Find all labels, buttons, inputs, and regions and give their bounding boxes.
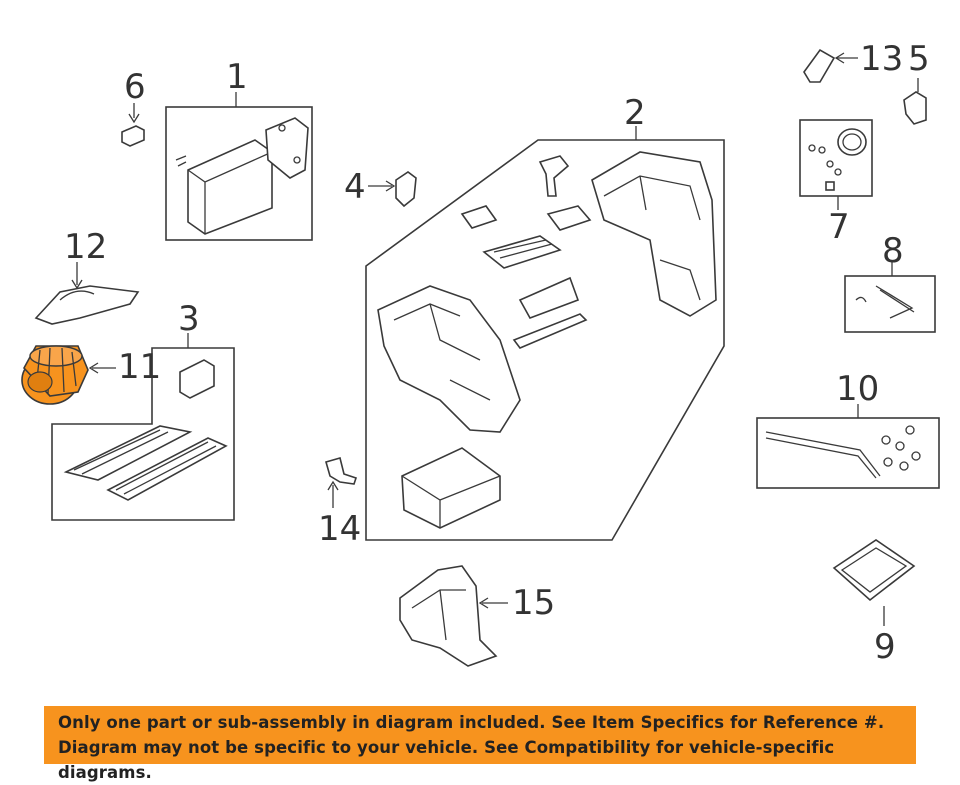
callout-11: 11 [118, 347, 162, 387]
callout-2: 2 [624, 93, 646, 133]
part-4-bracket [368, 171, 417, 208]
disclaimer-line-2: Diagram may not be specific to your vehi… [58, 738, 835, 782]
callout-9: 9 [874, 627, 896, 667]
part-6-clip [121, 103, 145, 147]
part-15-duct [399, 565, 508, 667]
part-12-duct [34, 262, 140, 325]
part-13-sensor [803, 48, 858, 83]
part-5-clip [903, 78, 927, 125]
callout-15: 15 [512, 583, 556, 623]
disclaimer-line-1: Only one part or sub-assembly in diagram… [58, 713, 885, 732]
part-2-group [365, 126, 725, 541]
callout-4: 4 [344, 167, 366, 207]
callout-1: 1 [226, 57, 248, 97]
callout-12: 12 [64, 227, 108, 267]
callout-8: 8 [882, 231, 904, 271]
callout-5: 5 [908, 39, 930, 79]
part-10-group [756, 404, 940, 489]
callout-7: 7 [828, 207, 850, 247]
callout-6: 6 [124, 67, 146, 107]
part-11-blower-motor [21, 345, 116, 405]
callout-14: 14 [318, 509, 362, 549]
part-3-group [51, 333, 235, 521]
disclaimer-banner: Only one part or sub-assembly in diagram… [44, 706, 916, 782]
parts-diagram [21, 48, 940, 667]
part-14-fastener [325, 457, 358, 508]
part-9-heater-core [832, 539, 916, 626]
part-8-group [844, 262, 936, 333]
callout-3: 3 [178, 299, 200, 339]
callout-10: 10 [836, 369, 880, 409]
part-7-group [799, 119, 873, 210]
callout-13: 13 [860, 39, 904, 79]
part-1-group [165, 92, 313, 241]
